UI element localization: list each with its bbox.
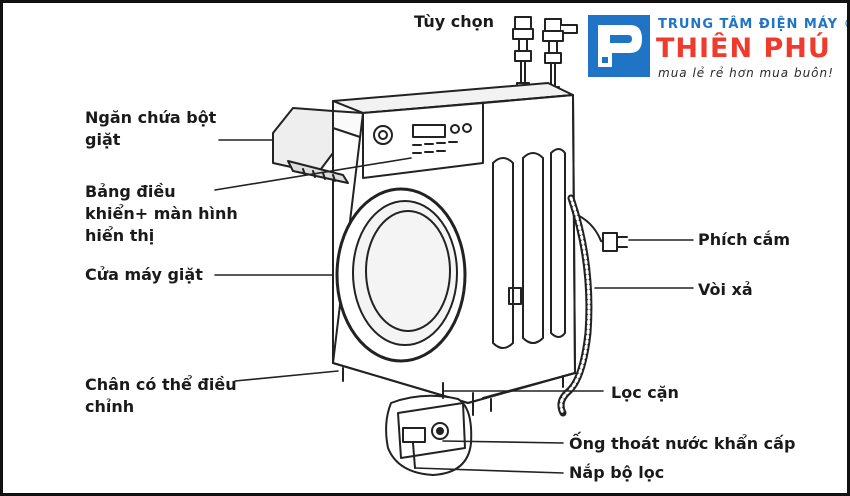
label-ong-thoat-nuoc: Ống thoát nước khẩn cấp (569, 434, 796, 453)
label-chan-dieu-chinh: Chân có thể điều chỉnh (85, 374, 237, 418)
label-voi-xa: Vòi xả (698, 280, 753, 299)
machine-door (335, 187, 467, 363)
label-cua-may-giat: Cửa máy giặt (85, 265, 203, 284)
filter-inset (385, 382, 474, 476)
label-nap-bo-loc: Nắp bộ lọc (569, 463, 665, 482)
water-tap-left (512, 16, 534, 94)
label-line: hiển thị (85, 226, 155, 245)
label-line: Chân có thể điều (85, 375, 237, 394)
washing-machine-illustration (214, 16, 694, 476)
brand-slogan: mua lẻ rẻ hơn mua buôn! (658, 66, 834, 80)
label-line: giặt (85, 130, 121, 149)
label-line: khiển+ màn hình (85, 204, 238, 223)
label-line: Ngăn chứa bột (85, 108, 217, 127)
drain-hose (557, 194, 593, 417)
label-tuy-chon: Tùy chọn (414, 12, 495, 31)
label-ngan-chua-bot-giat: Ngăn chứa bột giặt (85, 107, 216, 151)
label-line: Bảng điều (85, 182, 176, 201)
brand-top-text: TRUNG TÂM ĐIỆN MÁY ® (658, 17, 850, 32)
leader-lines (214, 139, 694, 474)
label-loc-can: Lọc cặn (611, 383, 679, 402)
label-phich-cam: Phích cắm (698, 230, 790, 249)
brand-mark-icon (588, 15, 650, 77)
label-bang-dieu-khien: Bảng điều khiển+ màn hình hiển thị (85, 181, 238, 247)
brand-logo: TRUNG TÂM ĐIỆN MÁY ® THIÊN PHÚ mua lẻ rẻ… (588, 11, 850, 85)
label-line: chỉnh (85, 397, 135, 416)
detergent-drawer (272, 107, 364, 184)
brand-name: THIÊN PHÚ (656, 33, 831, 64)
control-panel (362, 102, 484, 179)
